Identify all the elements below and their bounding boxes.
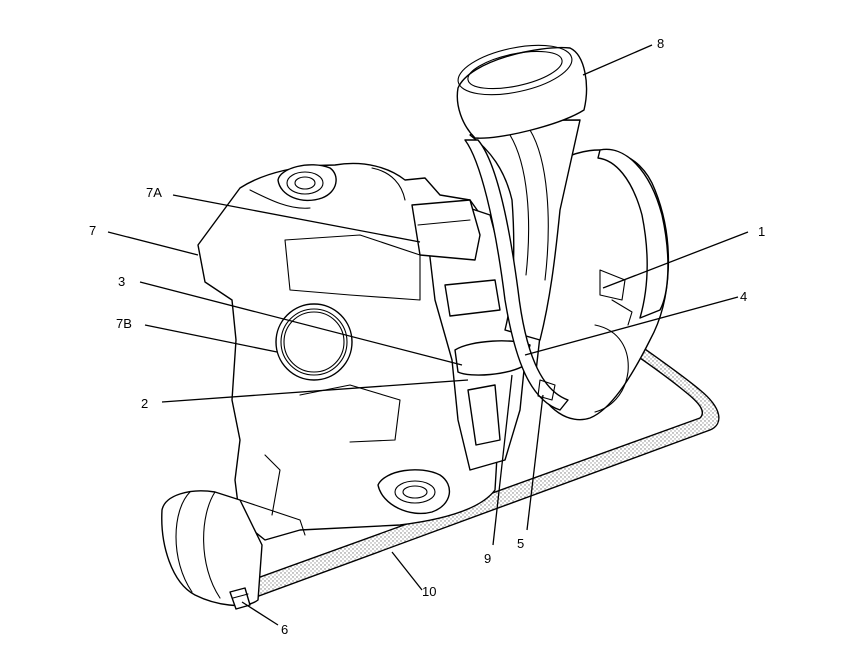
callout-3: 3 xyxy=(118,274,125,289)
leader-3 xyxy=(139,281,463,366)
top-fitting xyxy=(277,164,337,202)
center-housing xyxy=(411,199,531,471)
turbine-housing xyxy=(534,148,670,421)
callout-7: 7 xyxy=(89,223,96,238)
leader-7a xyxy=(172,194,421,243)
callout-5: 5 xyxy=(517,536,524,551)
leader-7b xyxy=(144,324,278,353)
callout-7a: 7A xyxy=(146,185,162,200)
leader-8 xyxy=(582,44,653,76)
compressor-outlet-port xyxy=(275,303,353,381)
leader-lines xyxy=(107,44,749,626)
callout-7b: 7B xyxy=(116,316,132,331)
compressor-inlet-elbow xyxy=(161,490,306,607)
callout-8: 8 xyxy=(657,36,664,51)
callout-labels: 1 2 3 4 5 6 7 7A 7B 8 9 10 xyxy=(89,36,765,637)
leader-6 xyxy=(241,601,279,626)
compressor-housing xyxy=(197,162,506,541)
leader-9 xyxy=(492,374,513,546)
turbine-inlet-pipe xyxy=(456,44,588,341)
callout-2: 2 xyxy=(141,396,148,411)
bottom-fitting xyxy=(377,469,451,515)
callout-9: 9 xyxy=(484,551,491,566)
callout-6: 6 xyxy=(281,622,288,637)
leader-4 xyxy=(524,296,739,356)
turbine-clamp xyxy=(464,139,633,411)
leader-7 xyxy=(107,231,199,256)
leader-5 xyxy=(526,394,544,531)
callout-4: 4 xyxy=(740,289,747,304)
callout-1: 1 xyxy=(758,224,765,239)
leader-2 xyxy=(161,379,469,403)
leader-1 xyxy=(602,231,749,289)
leader-10 xyxy=(391,551,423,591)
callout-10: 10 xyxy=(422,584,436,599)
